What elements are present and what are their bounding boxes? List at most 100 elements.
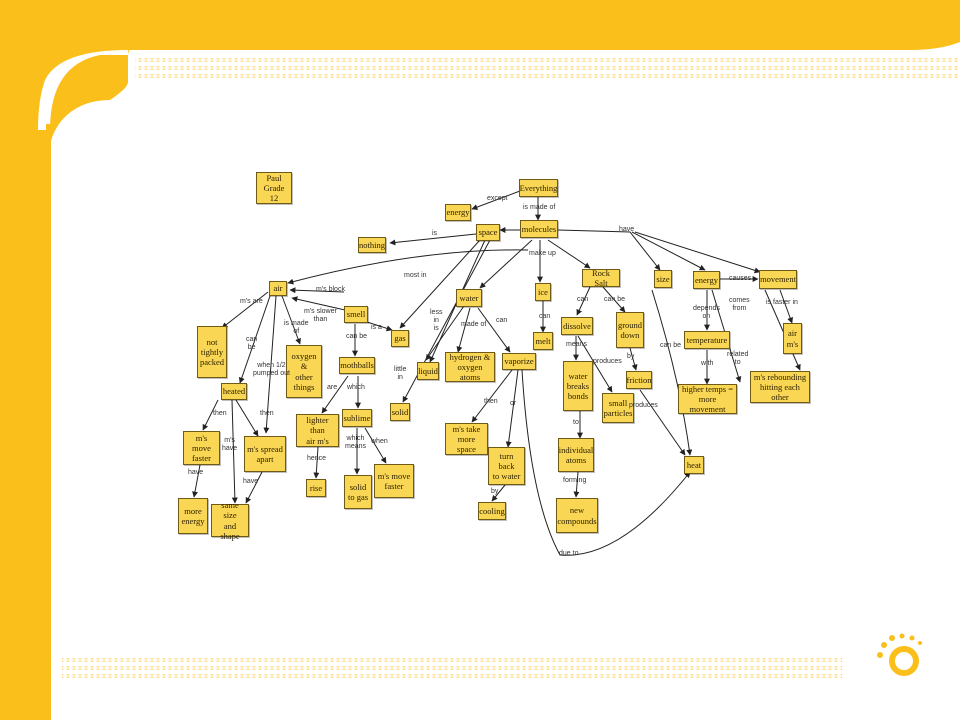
concept-dissolve: dissolve (561, 317, 593, 335)
link-label-can-be-heat: can be (660, 342, 682, 349)
link-label-comes-from: comes from (729, 297, 750, 313)
concept-not-tightly-packed: not tightly packed (197, 326, 227, 378)
concept-nothing: nothing (358, 237, 386, 253)
link-label-have-left: have (188, 469, 204, 476)
concept-ground-down: ground down (616, 312, 644, 348)
link-label-can-rock: can (577, 296, 589, 303)
link-label-is-faster-in: is faster in (766, 299, 798, 306)
link-label-with: with (701, 360, 714, 367)
concept-molecules: molecules (520, 220, 558, 238)
concept-new-compounds: new compounds (556, 498, 598, 533)
concept-everything: Everything (519, 179, 558, 197)
concept-ms-spread-apart: m's spread apart (244, 436, 286, 472)
concept-individual-atoms: individual atoms (558, 438, 594, 472)
link-label-by-cooling: by (491, 488, 499, 495)
link-label-which-means: which means (345, 435, 367, 451)
link-label-make-up: make up (529, 250, 556, 257)
concept-rise: rise (306, 479, 326, 497)
link-label-ms-are: m's are (240, 298, 263, 305)
link-label-are: are (327, 384, 338, 391)
link-label-produces-1: produces (593, 358, 622, 365)
logo-mark (877, 633, 922, 676)
link-label-when-half-pumped: when 1/2 pumped out (253, 362, 290, 378)
link-label-means: means (566, 341, 588, 348)
concept-ms-move-faster-left: m's move faster (183, 431, 220, 465)
link-label-due-to: due to (559, 550, 579, 557)
concept-water: water (456, 289, 482, 307)
link-label-then-vaporize: then (484, 398, 498, 405)
concept-lighter-than-air: lighter than air m's (296, 414, 339, 447)
concept-air: air (269, 281, 287, 296)
concept-hydrogen-oxygen-atoms: hydrogen & oxygen atoms (445, 352, 495, 382)
link-label-or: or (510, 400, 517, 407)
link-label-then-spread: then (260, 410, 274, 417)
link-label-related-to: related to (727, 351, 749, 367)
concept-gas: gas (391, 330, 409, 347)
link-label-can-be-smell: can be (346, 333, 368, 340)
link-label-less-in-is: less in is (430, 309, 443, 333)
concept-smell: smell (344, 306, 368, 323)
corner-square (46, 124, 54, 132)
link-label-by: by (627, 353, 635, 360)
bottom-dotted-band (62, 658, 842, 678)
link-label-can-be-rock: can be (604, 296, 626, 303)
concept-movement: movement (759, 270, 797, 289)
concept-heated: heated (221, 383, 247, 400)
link-label-have: have (619, 226, 635, 233)
concept-paul-grade-12: Paul Grade 12 (256, 172, 292, 204)
link-label-is: is (432, 230, 438, 237)
link-label-ms-slower-than: m's slower than (304, 308, 337, 324)
link-label-little-in: little in (394, 366, 407, 382)
top-dotted-band (135, 58, 960, 78)
concept-space: space (476, 224, 500, 241)
link-label-causes: causes (729, 275, 752, 282)
concept-water-breaks-bonds: water breaks bonds (563, 361, 593, 411)
concept-solid: solid (390, 403, 410, 421)
link-label-then-heated: then (213, 410, 227, 417)
concept-ms-rebounding: m's rebounding hitting each other (750, 371, 810, 403)
link-label-depends-on: depends on (693, 305, 720, 321)
concept-oxygen-other-things: oxygen & other things (286, 345, 322, 398)
link-label-which: which (347, 384, 365, 391)
concept-vaporize: vaporize (502, 353, 536, 370)
link-label-made-of: made of (461, 321, 487, 328)
concept-more-energy: more energy (178, 498, 208, 534)
concept-same-size-shape: same size and shape (211, 500, 249, 541)
concept-friction: friction (626, 371, 652, 389)
concept-size: size (654, 270, 672, 288)
link-label-except: except (487, 195, 508, 202)
concept-rock-salt: Rock Salt (582, 268, 620, 288)
concept-ms-move-faster-mid: m's move faster (374, 464, 414, 498)
concept-ms-take-more-space: m's take more space (445, 423, 488, 455)
concept-temperature: temperature (684, 331, 730, 349)
link-label-produces-2: produces (629, 402, 658, 409)
concept-liquid: liquid (417, 362, 439, 380)
link-label-ms-have: m's have (222, 437, 238, 453)
concept-heat: heat (684, 456, 704, 474)
concept-sublime: sublime (342, 409, 372, 427)
link-label-can-be-air: can be (246, 336, 258, 352)
link-label-to: to (573, 419, 579, 426)
concept-turn-back-to-water: turn back to water (488, 447, 525, 485)
link-label-forming: forming (563, 477, 587, 484)
concept-small-particles: small particles (602, 393, 634, 423)
link-label-is-made-of-top: is made of (523, 204, 556, 211)
concept-solid-to-gas: solid to gas (344, 475, 372, 509)
concept-higher-temps: higher temps = more movement (678, 384, 737, 414)
concept-energy: energy (693, 271, 720, 289)
link-label-is-a: is a (371, 324, 382, 331)
link-label-have-spread: have (243, 478, 259, 485)
link-label-ms-block: m's block (316, 286, 345, 293)
concept-cooling: cooling (478, 502, 506, 520)
link-label-can-water: can (496, 317, 508, 324)
concept-energy-top: energy (445, 204, 471, 221)
concept-melt: melt (533, 332, 553, 350)
link-label-hence: hence (307, 455, 327, 462)
link-label-when: when (371, 438, 388, 445)
link-label-is-made-of-air: is made of (284, 320, 309, 336)
link-label-most-in: most in (404, 272, 427, 279)
concept-air-ms: air m's (783, 323, 802, 354)
